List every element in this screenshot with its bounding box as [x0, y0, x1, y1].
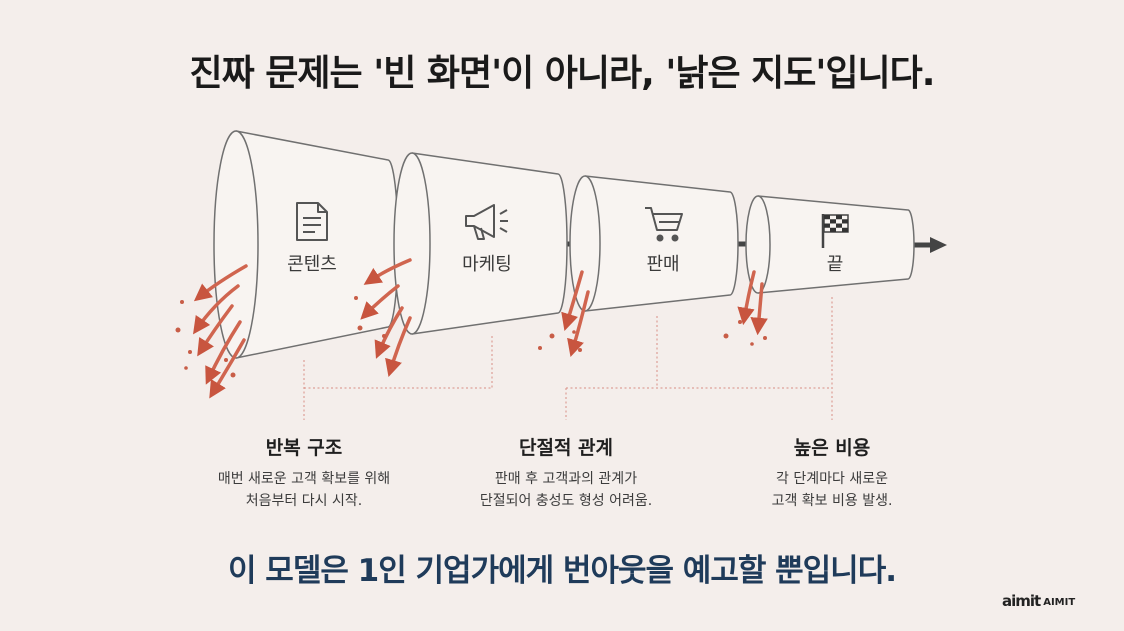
issue-desc-line1: 각 단계마다 새로운	[776, 471, 888, 487]
stage-label-end: 끝	[827, 254, 844, 275]
funnel-1	[213, 130, 399, 359]
leak-particles	[175, 296, 767, 378]
issue-title: 단절적 관계	[518, 437, 613, 459]
issue-desc-line1: 매번 새로운 고객 확보를 위해	[217, 471, 391, 487]
document-icon	[296, 202, 328, 241]
megaphone-icon	[465, 204, 508, 240]
stage-label-sales: 판매	[646, 254, 679, 275]
issue-title: 높은 비용	[793, 437, 871, 459]
stage-label-marketing: 마케팅	[462, 254, 512, 275]
issue-disconnected-relationship: 단절적 관계 판매 후 고객과의 관계가 단절되어 충성도 형성 어려움.	[436, 433, 696, 512]
logo-mark: aimit	[1002, 592, 1041, 610]
funnel-2	[393, 152, 568, 335]
issue-title: 반복 구조	[265, 437, 343, 459]
issue-desc-line2: 처음부터 다시 시작.	[245, 493, 363, 509]
funnel-4	[745, 195, 915, 294]
funnel-3	[569, 175, 739, 312]
logo-text: AIMIT	[1043, 597, 1076, 608]
issue-desc-line1: 판매 후 고객과의 관계가	[494, 471, 638, 487]
issue-repetitive-structure: 반복 구조 매번 새로운 고객 확보를 위해 처음부터 다시 시작.	[174, 433, 434, 512]
stage-label-content: 콘텐츠	[287, 254, 337, 275]
conclusion-text: 이 모델은 1인 기업가에게 번아웃을 예고할 뿐입니다.	[227, 553, 897, 589]
issue-desc-line2: 단절되어 충성도 형성 어려움.	[479, 493, 653, 509]
aimit-logo: aimit AIMIT	[1002, 593, 1075, 609]
issue-high-cost: 높은 비용 각 단계마다 새로운 고객 확보 비용 발생.	[702, 433, 962, 512]
page-title: 진짜 문제는 '빈 화면'이 아니라, '낡은 지도'입니다.	[189, 53, 936, 94]
leak-arrows	[193, 258, 768, 399]
dashed-connectors	[303, 297, 833, 420]
issue-desc-line2: 고객 확보 비용 발생.	[771, 493, 893, 509]
checkered-flag-icon	[821, 214, 849, 248]
shopping-cart-icon	[645, 207, 683, 242]
